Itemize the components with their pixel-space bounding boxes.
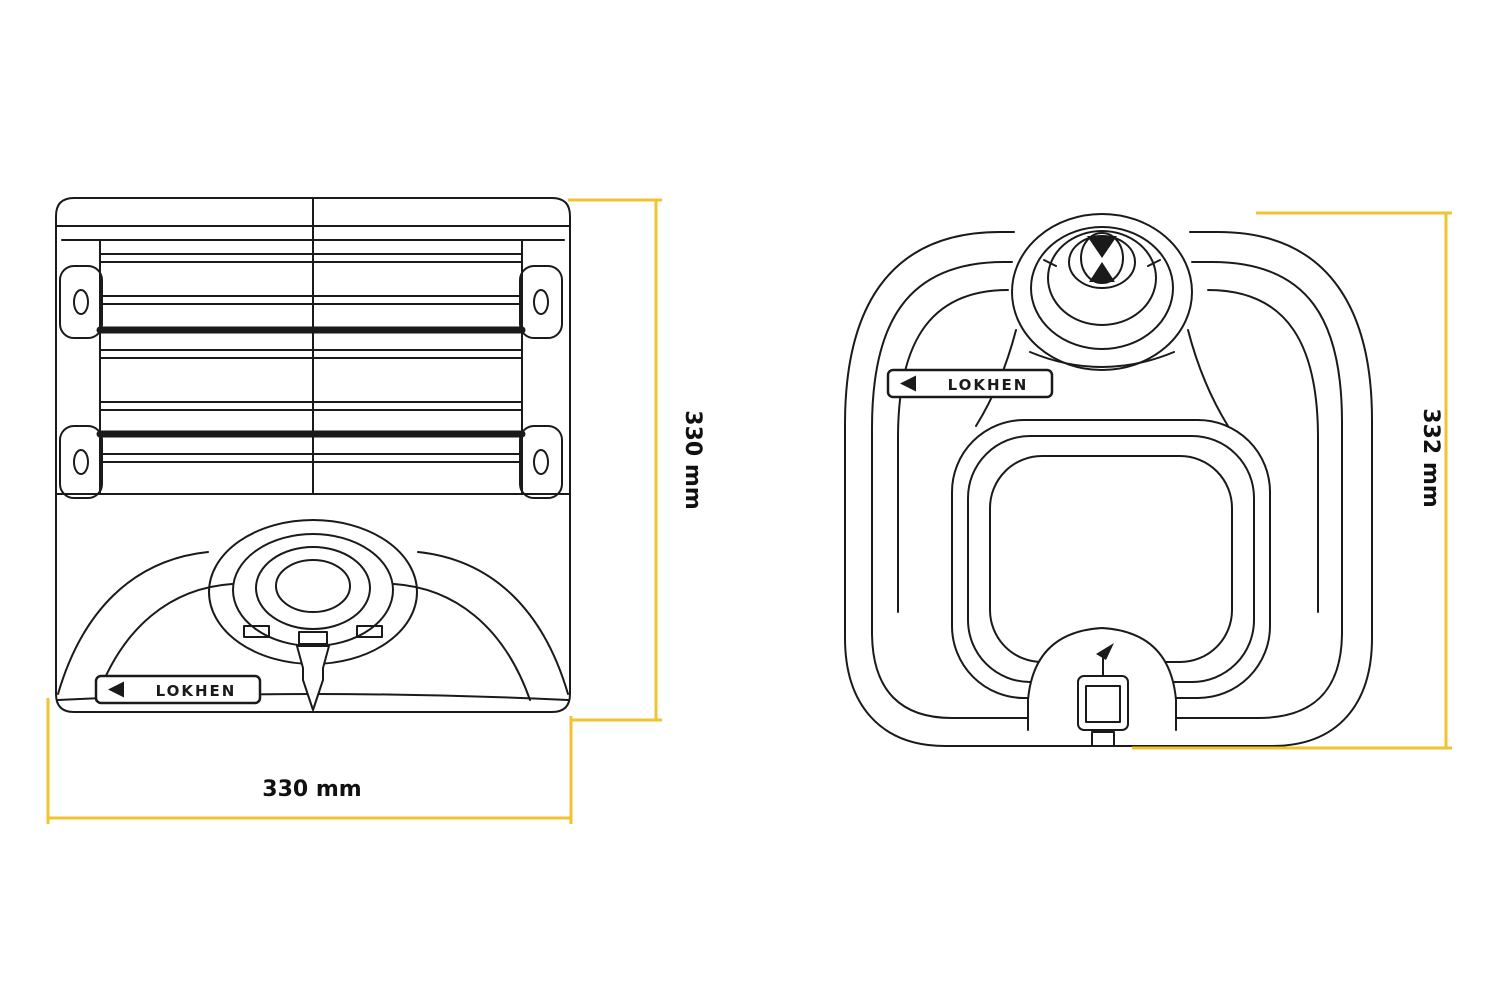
front-outline [55, 197, 571, 713]
side-view-drawing: LOKHEN [844, 213, 1373, 747]
side-tap-assembly [1077, 643, 1129, 747]
side-height-dimension: 332 mm [1132, 211, 1452, 750]
front-width-label: 330 mm [262, 777, 361, 802]
side-logo-text: LOKHEN [948, 376, 1029, 394]
front-width-dimension: 330 mm [46, 698, 573, 824]
side-collar-curve [1187, 329, 1229, 427]
tap-lever [1096, 643, 1114, 660]
side-contour [1207, 289, 1319, 613]
vent-knob [1080, 232, 1124, 284]
side-collar-curve [1029, 351, 1175, 368]
front-height-dimension: 330 mm [568, 198, 705, 722]
vent-knob-wedge [1087, 236, 1117, 258]
side-contour [897, 289, 1009, 613]
front-mounting-lugs [59, 265, 563, 499]
vent-knob-wedge [1089, 262, 1115, 282]
front-logo-plate: LOKHEN [94, 674, 262, 705]
front-spout [296, 631, 330, 711]
logo-triangle-icon [900, 375, 916, 392]
logo-triangle-icon [108, 681, 124, 698]
side-cap-assembly [1011, 213, 1193, 371]
side-logo-plate: LOKHEN [886, 368, 1054, 399]
front-view-drawing: LOKHEN [55, 197, 571, 713]
side-height-label: 332 mm [1418, 408, 1443, 507]
front-logo-text: LOKHEN [156, 682, 237, 700]
front-height-label: 330 mm [680, 410, 705, 509]
